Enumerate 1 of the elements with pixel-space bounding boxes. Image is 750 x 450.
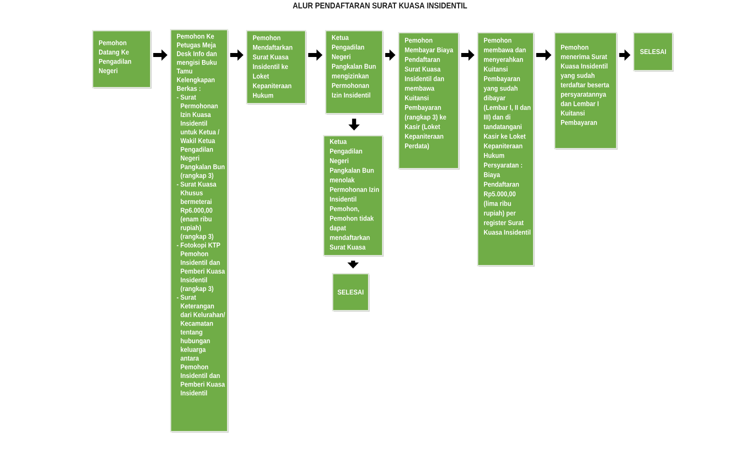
title: ALUR PENDAFTARAN SURAT KUASA INSIDENTIL: [292, 2, 468, 8]
